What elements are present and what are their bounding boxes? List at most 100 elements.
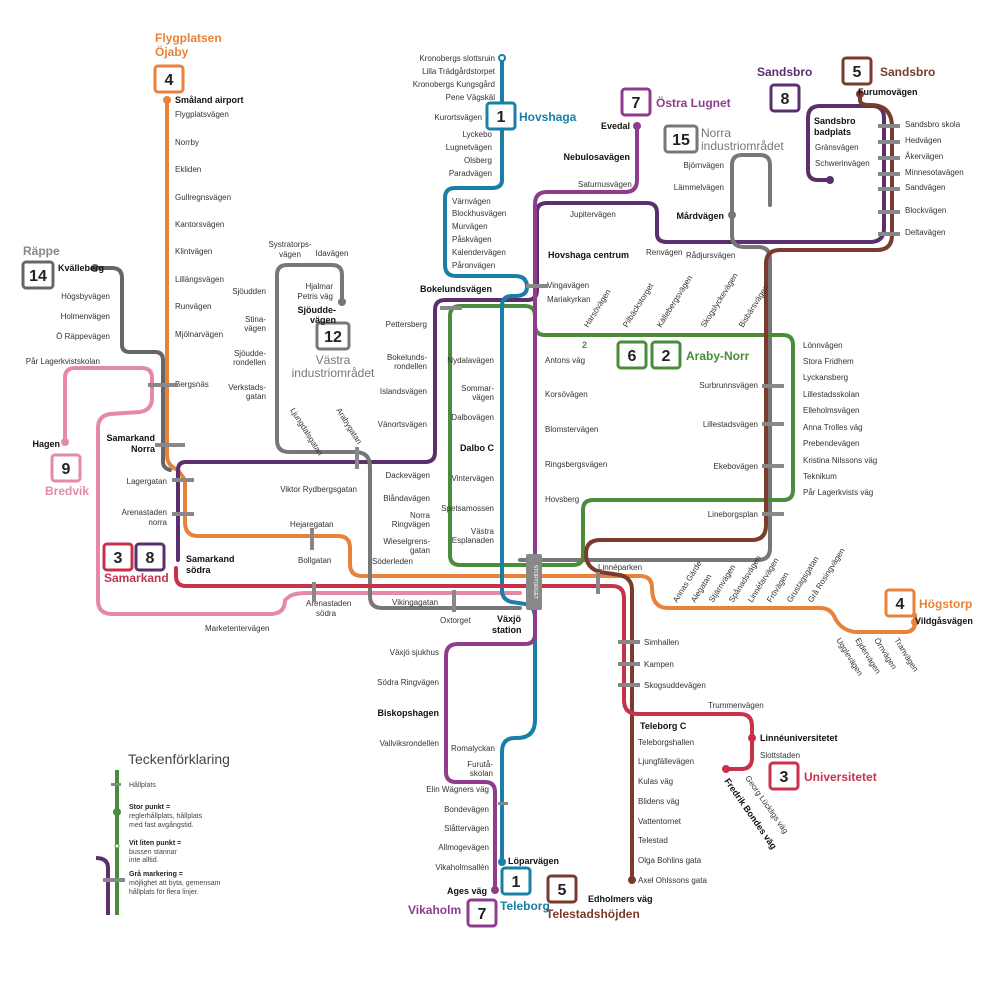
stop-label[interactable]: Blockvägen [905, 206, 946, 215]
stop-label[interactable]: Nebulosavägen [563, 152, 630, 162]
stop-label[interactable]: Teleborg C [640, 721, 687, 731]
stop-dot[interactable] [338, 298, 346, 306]
stop-label-sjoudde-2[interactable]: vägen [310, 315, 336, 325]
stop-label[interactable]: Påronvägen [452, 261, 495, 270]
stop-label[interactable]: Edholmers väg [588, 894, 653, 904]
stop-label-stina-2[interactable]: vägen [244, 324, 266, 333]
stop-label[interactable]: Vallviksrondellen [380, 739, 439, 748]
stop-label[interactable]: Kronobergs Kungsgård [413, 80, 495, 89]
stop-label[interactable]: Marketentervägen [205, 624, 269, 633]
stop-label[interactable]: Södra Ringvägen [377, 678, 439, 687]
stop-dot[interactable] [628, 876, 636, 884]
stop-label[interactable]: Vingavägen [547, 281, 589, 290]
stop-label[interactable]: Ekebovägen [714, 462, 758, 471]
stop-label[interactable]: Lagergatan [127, 477, 167, 486]
stop-label[interactable]: Hedvägen [905, 136, 941, 145]
stop-label[interactable]: Vintervägen [451, 474, 494, 483]
stop-label[interactable]: Lillestadsskolan [803, 390, 859, 399]
stop-label[interactable]: Teknikum [803, 472, 837, 481]
stop-label[interactable]: Olsberg [464, 156, 492, 165]
badge-4-north[interactable] [153, 64, 185, 94]
stop-label-sandsbro-1[interactable]: Sandsbro [814, 116, 856, 126]
stop-label[interactable]: Lönnvägen [803, 341, 843, 350]
stop-label[interactable]: Dalbo C [460, 443, 495, 453]
stop-label[interactable]: Vänortsvägen [378, 420, 427, 429]
stop-label[interactable]: Spetsamossen [441, 504, 494, 513]
stop-label[interactable]: Lilla Trädgårdstorpet [422, 67, 496, 76]
stop-label[interactable]: Björnvägen [684, 161, 724, 170]
stop-label[interactable]: Gullregnsvägen [175, 193, 231, 202]
badge-15[interactable] [663, 124, 699, 154]
stop-label[interactable]: Linnéuniversitetet [760, 733, 838, 743]
stop-label-sandsbro-2[interactable]: badplats [814, 127, 851, 137]
stop-label[interactable]: Klintvägen [175, 247, 212, 256]
stop-label[interactable]: Värnvägen [452, 197, 491, 206]
stop-label[interactable]: Telestad [638, 836, 668, 845]
stop-label-bokelunds-2[interactable]: rondellen [394, 362, 427, 371]
stop-label-hjalmar-1[interactable]: Hjalmar [305, 282, 333, 291]
badge-7-north[interactable] [620, 87, 652, 117]
stop-label-arenastaden-s-1[interactable]: Arenastaden [306, 599, 351, 608]
stop-label-bokelunds-1[interactable]: Bokelunds- [387, 353, 427, 362]
stop-label[interactable]: Kvälleberg [58, 263, 104, 273]
badge-1-south[interactable] [500, 866, 532, 896]
stop-label[interactable]: Saturnusvägen [578, 180, 632, 189]
stop-label[interactable]: Blåndavägen [383, 494, 430, 503]
stop-label[interactable]: Skogsuddevägen [644, 681, 706, 690]
stop-label[interactable]: Simhallen [644, 638, 679, 647]
stop-label[interactable]: Prebendevägen [803, 439, 860, 448]
stop-label[interactable]: Påskvägen [452, 235, 492, 244]
stop-label-arenastaden-n-2[interactable]: norra [148, 518, 167, 527]
stop-label[interactable]: Lyckansberg [803, 373, 848, 382]
stop-label-wieselgrens-2[interactable]: gatan [410, 546, 430, 555]
stop-label[interactable]: Elleholmsvägen [803, 406, 859, 415]
stop-label-systratorps-1[interactable]: Systratorps- [268, 240, 311, 249]
stop-label[interactable]: Biskopshagen [377, 708, 439, 718]
stop-label[interactable]: Blidens väg [638, 797, 679, 806]
stop-dot[interactable] [61, 438, 69, 446]
stop-label[interactable]: Mårdvägen [676, 211, 724, 221]
stop-label[interactable]: Evedal [601, 121, 630, 131]
stop-label[interactable]: Pår Lagerkvistskolan [26, 357, 100, 366]
stop-label-norra-ring-1[interactable]: Norra [410, 511, 431, 520]
stop-label[interactable]: Deltavägen [905, 228, 945, 237]
stop-label[interactable]: Hovshaga centrum [548, 250, 629, 260]
stop-dot[interactable] [728, 211, 736, 219]
stop-label[interactable]: Ringsbergsvägen [545, 460, 607, 469]
badge-14[interactable] [21, 260, 55, 290]
stop-label-sommar-2[interactable]: vägen [472, 393, 494, 402]
stop-dot[interactable] [498, 858, 506, 866]
stop-label[interactable]: Murvägen [452, 222, 488, 231]
stop-label[interactable]: Norrby [175, 138, 199, 147]
stop-label[interactable]: Tranvägen [892, 636, 920, 673]
stop-label[interactable]: Arabygatan [334, 406, 363, 445]
stop-label[interactable]: Flygplatsvägen [175, 110, 229, 119]
stop-label[interactable]: Minnesotavägen [905, 168, 964, 177]
stop-label[interactable]: Oxtorget [440, 616, 471, 625]
stop-label[interactable]: Surbrunnsvägen [699, 381, 758, 390]
stop-label-norra-ring-2[interactable]: Ringvägen [392, 520, 430, 529]
stop-label[interactable]: Furumovägen [858, 87, 918, 97]
stop-label[interactable]: Sandvägen [905, 183, 945, 192]
stop-label-sommar-1[interactable]: Sommar- [461, 384, 494, 393]
stop-label[interactable]: Pettersberg [386, 320, 427, 329]
stop-label[interactable]: Källebergsvägen [655, 274, 694, 329]
stop-label[interactable]: Holmenvägen [61, 312, 110, 321]
stop-label[interactable]: Slåttervägen [444, 824, 489, 833]
stop-label[interactable]: Bondevägen [444, 805, 489, 814]
stop-label-furuta-1[interactable]: Furutå- [467, 760, 493, 769]
stop-label[interactable]: Hovsberg [545, 495, 579, 504]
badge-5-north[interactable] [841, 56, 873, 86]
stop-label[interactable]: Teleborgshallen [638, 738, 694, 747]
stop-dot[interactable] [722, 765, 730, 773]
stop-label[interactable]: Trummenvägen [708, 701, 764, 710]
stop-label[interactable]: Vildgåsvägen [915, 616, 973, 626]
badge-7-south[interactable] [466, 898, 498, 928]
stop-label-sjoudde-1[interactable]: Sjöudde- [298, 305, 337, 315]
stop-label[interactable]: Söderleden [372, 557, 413, 566]
stop-label-arenastaden-s-2[interactable]: södra [316, 609, 337, 618]
stop-label-sjoudderond-2[interactable]: rondellen [233, 358, 266, 367]
stop-label[interactable]: Paradvägen [449, 169, 492, 178]
stop-label[interactable]: Lugnetvägen [446, 143, 492, 152]
stop-dot[interactable] [856, 90, 864, 98]
